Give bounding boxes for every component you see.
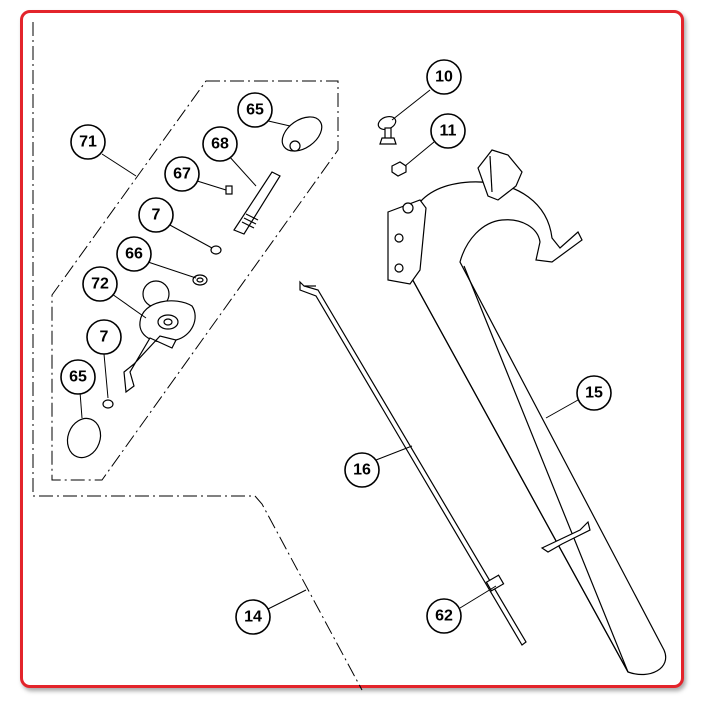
callout-label: 10: [435, 69, 453, 86]
callout-label: 11: [440, 123, 457, 140]
callout-67: 67: [164, 156, 200, 192]
callout-16: 16: [344, 452, 380, 488]
callout-label: 66: [125, 246, 143, 263]
callout-65a: 65: [237, 92, 273, 128]
callout-label: 14: [244, 609, 262, 626]
callout-7b: 7: [86, 319, 122, 355]
callout-62: 62: [426, 598, 462, 634]
callout-71: 71: [70, 124, 106, 160]
part-65-knob-bottom: [66, 417, 102, 459]
callout-label: 7: [152, 207, 161, 224]
callout-7a: 7: [138, 197, 174, 233]
callout-label: 71: [79, 134, 97, 151]
part-7-ring-upper: [210, 245, 222, 255]
callout-11: 11: [430, 113, 466, 149]
part-7-ring-lower: [102, 399, 114, 409]
callout-15: 15: [576, 375, 612, 411]
boundary-lines: [32, 22, 363, 691]
callout-65b: 65: [60, 359, 96, 395]
part-10-eyebolt: [377, 115, 397, 145]
callout-label: 65: [69, 369, 87, 386]
part-67-pin: [225, 185, 233, 195]
callout-10: 10: [426, 59, 462, 95]
part-72-lever: [123, 280, 196, 394]
part-68-shaft: [233, 171, 281, 235]
part-62-sleeve: [485, 574, 505, 592]
callout-label: 62: [435, 608, 453, 625]
callout-label: 72: [91, 276, 109, 293]
callout-label: 67: [173, 166, 191, 183]
callout-label: 7: [100, 329, 109, 346]
part-15-tube: [387, 149, 667, 676]
callout-68: 68: [202, 126, 238, 162]
part-16-rod: [299, 280, 527, 646]
part-66-washer: [192, 274, 208, 286]
callout-label: 16: [353, 462, 371, 479]
callout-72: 72: [82, 266, 118, 302]
part-65-knob-top: [281, 116, 323, 152]
part-11-nut: [391, 161, 407, 177]
callout-label: 65: [246, 102, 264, 119]
leader-lines: [79, 89, 579, 611]
callout-label: 68: [211, 136, 229, 153]
callout-label: 15: [585, 385, 603, 402]
callout-66: 66: [116, 236, 152, 272]
callout-14: 14: [235, 599, 271, 635]
